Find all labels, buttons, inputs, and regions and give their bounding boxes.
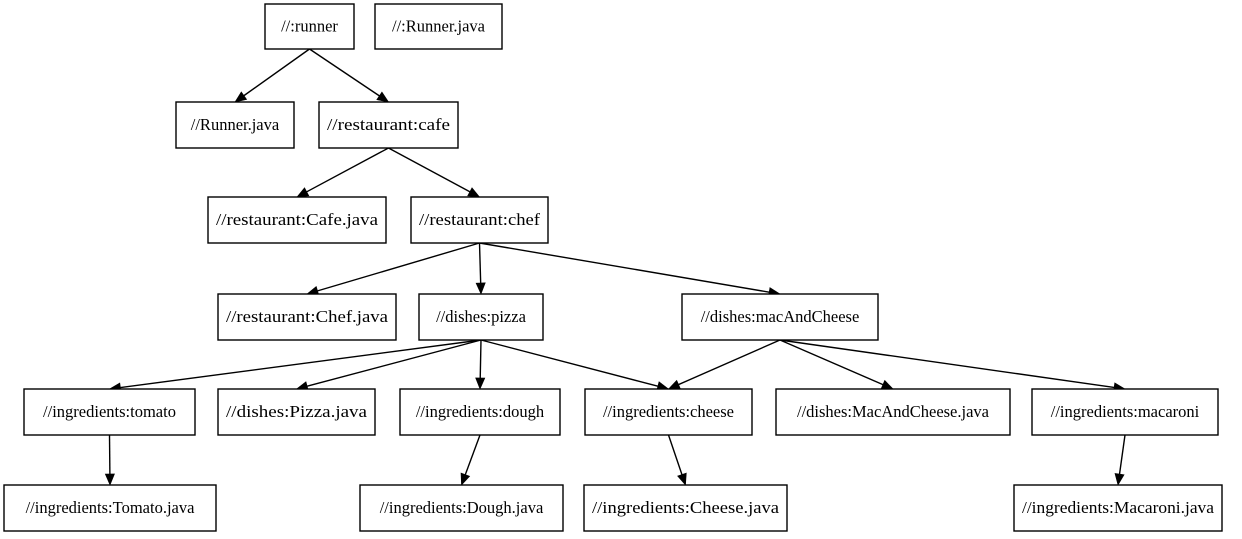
node-box[interactable]	[681, 293, 879, 341]
graph-node-restaurant_chef[interactable]: //restaurant:chef	[410, 196, 549, 244]
edge-line	[479, 242, 770, 293]
arrowhead-icon	[234, 91, 248, 103]
graph-node-restaurant_cafe_java[interactable]: //restaurant:Cafe.java	[207, 196, 387, 244]
node-box[interactable]	[1013, 484, 1223, 532]
arrowhead-icon	[475, 377, 486, 390]
graph-edge	[309, 48, 390, 103]
arrowhead-icon	[677, 472, 687, 486]
node-box[interactable]	[399, 388, 561, 436]
graph-node-root_runner_java[interactable]: //:Runner.java	[374, 3, 503, 50]
graph-edge	[234, 48, 310, 103]
node-label: //Runner.java	[191, 115, 280, 134]
node-label: //restaurant:cafe	[327, 115, 450, 134]
node-box[interactable]	[217, 388, 376, 436]
node-box[interactable]	[175, 101, 295, 149]
graph-node-ingredients_dough_java[interactable]: //ingredients:Dough.java	[359, 484, 564, 532]
edge-line	[478, 242, 482, 284]
graph-node-ingredients_cheese_java[interactable]: //ingredients:Cheese.java	[583, 484, 788, 532]
graph-node-runner_java[interactable]: //Runner.java	[175, 101, 295, 149]
node-box[interactable]	[217, 293, 397, 341]
node-label: //ingredients:macaroni	[1051, 402, 1200, 421]
edge-line	[306, 147, 389, 193]
node-label: //dishes:Pizza.java	[226, 402, 368, 421]
graph-edge	[475, 339, 486, 390]
node-box[interactable]	[23, 388, 196, 436]
arrowhead-icon	[376, 91, 390, 103]
node-box[interactable]	[3, 484, 217, 532]
node-box[interactable]	[359, 484, 564, 532]
node-label: //dishes:macAndCheese	[701, 307, 860, 326]
edge-line	[464, 434, 481, 475]
edge-line	[779, 339, 1115, 389]
node-box[interactable]	[775, 388, 1011, 436]
graph-node-ingredients_cheese[interactable]: //ingredients:cheese	[584, 388, 753, 436]
edge-line	[678, 339, 781, 386]
edge-line	[388, 147, 471, 193]
node-label: //dishes:pizza	[436, 307, 526, 326]
edge-line	[779, 339, 884, 386]
node-label: //:runner	[281, 16, 338, 35]
edge-line	[317, 242, 480, 292]
edge-layer	[104, 48, 1126, 486]
edge-line	[306, 339, 482, 387]
graph-node-restaurant_chef_java[interactable]: //restaurant:Chef.java	[217, 293, 397, 341]
graph-node-ingredients_dough[interactable]: //ingredients:dough	[399, 388, 561, 436]
node-layer: //:runner //:Runner.java //Runner.java //re…	[3, 3, 1223, 532]
graph-edge	[460, 434, 481, 486]
graph-node-restaurant_cafe[interactable]: //restaurant:cafe	[318, 101, 459, 149]
graph-node-dishes_pizza[interactable]: //dishes:pizza	[418, 293, 544, 341]
node-label: //ingredients:Cheese.java	[592, 498, 780, 517]
node-box[interactable]	[207, 196, 387, 244]
graph-node-ingredients_tomato_java[interactable]: //ingredients:Tomato.java	[3, 484, 217, 532]
graph-edge	[1114, 434, 1126, 486]
graph-node-ingredients_macaroni[interactable]: //ingredients:macaroni	[1031, 388, 1219, 436]
arrowhead-icon	[475, 282, 486, 295]
graph-edge	[104, 434, 115, 486]
arrowhead-icon	[1114, 473, 1125, 486]
node-label: //restaurant:chef	[419, 210, 541, 229]
node-label: //dishes:MacAndCheese.java	[797, 402, 990, 421]
node-box[interactable]	[410, 196, 549, 244]
node-label: //ingredients:Dough.java	[380, 498, 544, 517]
graph-node-runner[interactable]: //:runner	[264, 3, 355, 50]
graph-node-dishes_macandcheese[interactable]: //dishes:macAndCheese	[681, 293, 879, 341]
node-box[interactable]	[264, 3, 355, 50]
edge-line	[309, 48, 380, 97]
node-label: //:Runner.java	[392, 16, 486, 35]
node-box[interactable]	[584, 388, 753, 436]
graph-node-ingredients_tomato[interactable]: //ingredients:tomato	[23, 388, 196, 436]
node-label: //restaurant:Cafe.java	[216, 210, 379, 229]
edge-line	[479, 339, 482, 379]
arrowhead-icon	[460, 472, 471, 486]
graph-node-dishes_mac_java[interactable]: //dishes:MacAndCheese.java	[775, 388, 1011, 436]
node-label: //ingredients:Macaroni.java	[1022, 498, 1215, 517]
node-label: //ingredients:dough	[416, 402, 545, 421]
node-box[interactable]	[374, 3, 503, 50]
edge-line	[243, 48, 310, 97]
graph-node-dishes_pizza_java[interactable]: //dishes:Pizza.java	[217, 388, 376, 436]
node-box[interactable]	[318, 101, 459, 149]
graph-node-ingredients_macaroni_java[interactable]: //ingredients:Macaroni.java	[1013, 484, 1223, 532]
node-label: //restaurant:Chef.java	[226, 307, 389, 326]
edge-line	[667, 434, 683, 475]
node-box[interactable]	[418, 293, 544, 341]
edge-line	[1118, 434, 1126, 475]
graph-edge	[667, 434, 687, 486]
edge-line	[120, 339, 482, 389]
graph-edge	[475, 242, 486, 295]
node-label: //ingredients:tomato	[43, 402, 176, 421]
arrowhead-icon	[104, 473, 115, 486]
edge-line	[480, 339, 659, 387]
node-box[interactable]	[583, 484, 788, 532]
node-box[interactable]	[1031, 388, 1219, 436]
node-label: //ingredients:cheese	[603, 402, 734, 421]
node-label: //ingredients:Tomato.java	[26, 498, 196, 517]
